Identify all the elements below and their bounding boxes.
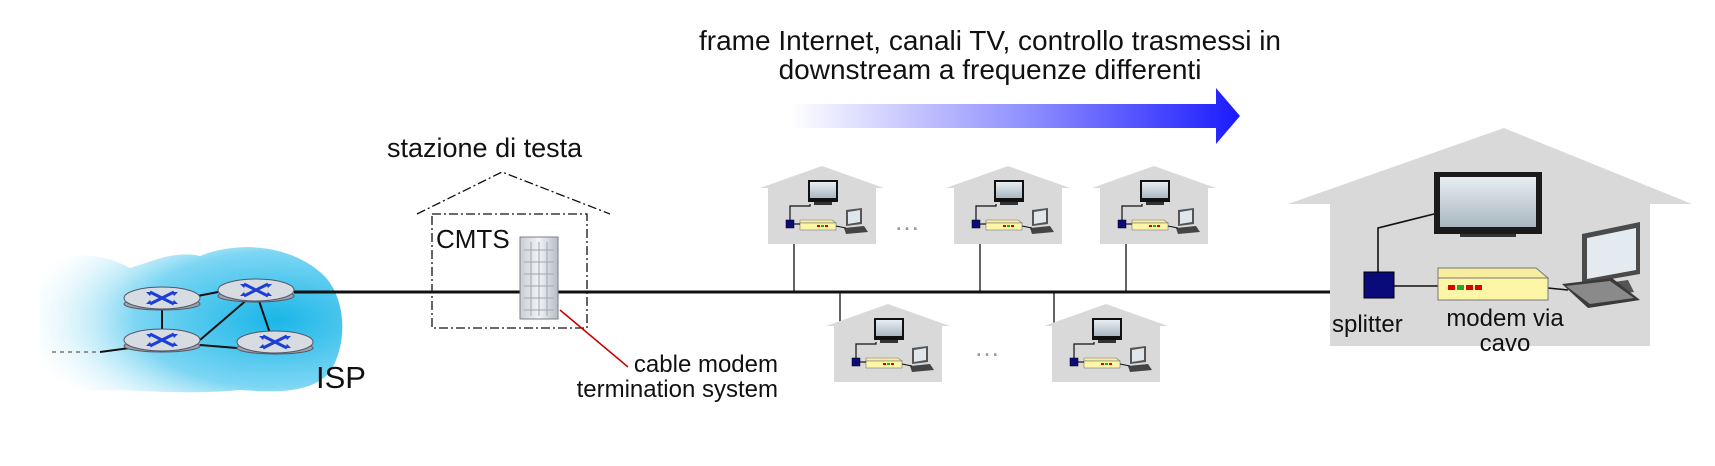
home-small-3 bbox=[1091, 165, 1217, 245]
cable-modem-icon bbox=[1437, 267, 1550, 301]
router-icon bbox=[216, 277, 296, 304]
isp-label: ISP bbox=[316, 360, 366, 395]
cmts-rack-icon bbox=[519, 236, 559, 320]
router-icon bbox=[122, 327, 202, 354]
headend-title: stazione di testa bbox=[387, 133, 583, 163]
modem-label-line-2: cavo bbox=[1479, 330, 1531, 358]
tv-icon bbox=[1434, 172, 1542, 237]
downstream-arrow bbox=[790, 88, 1240, 144]
home-small-1 bbox=[759, 165, 885, 245]
router-icon bbox=[122, 285, 202, 312]
callout-line-1: cable modem bbox=[633, 351, 778, 378]
home-small-5 bbox=[1043, 303, 1169, 383]
callout-line-2: termination system bbox=[576, 376, 778, 404]
ellipsis-top: … bbox=[894, 206, 923, 236]
router-icon bbox=[235, 329, 315, 356]
home-small-2 bbox=[945, 165, 1071, 245]
banner-text: frame Internet, canali TV, controllo tra… bbox=[640, 26, 1340, 85]
banner-line-1: frame Internet, canali TV, controllo tra… bbox=[698, 25, 1282, 56]
banner-line-2: downstream a frequenze differenti bbox=[778, 54, 1202, 86]
modem-label: modem via cavo bbox=[1426, 305, 1584, 358]
cmts-callout-text: cable modem termination system bbox=[540, 351, 778, 404]
computer-icon bbox=[1562, 222, 1640, 308]
ellipsis-bottom: … bbox=[974, 332, 1003, 362]
headend-outline bbox=[416, 171, 611, 329]
home-small-4 bbox=[825, 303, 951, 383]
cmts-callout-line bbox=[559, 309, 629, 368]
isp-cloud bbox=[40, 247, 343, 393]
splitter-label: splitter bbox=[1332, 311, 1403, 338]
modem-label-line-1: modem via bbox=[1446, 305, 1564, 332]
cmts-label: CMTS bbox=[436, 224, 510, 254]
splitter-icon bbox=[1363, 271, 1395, 299]
